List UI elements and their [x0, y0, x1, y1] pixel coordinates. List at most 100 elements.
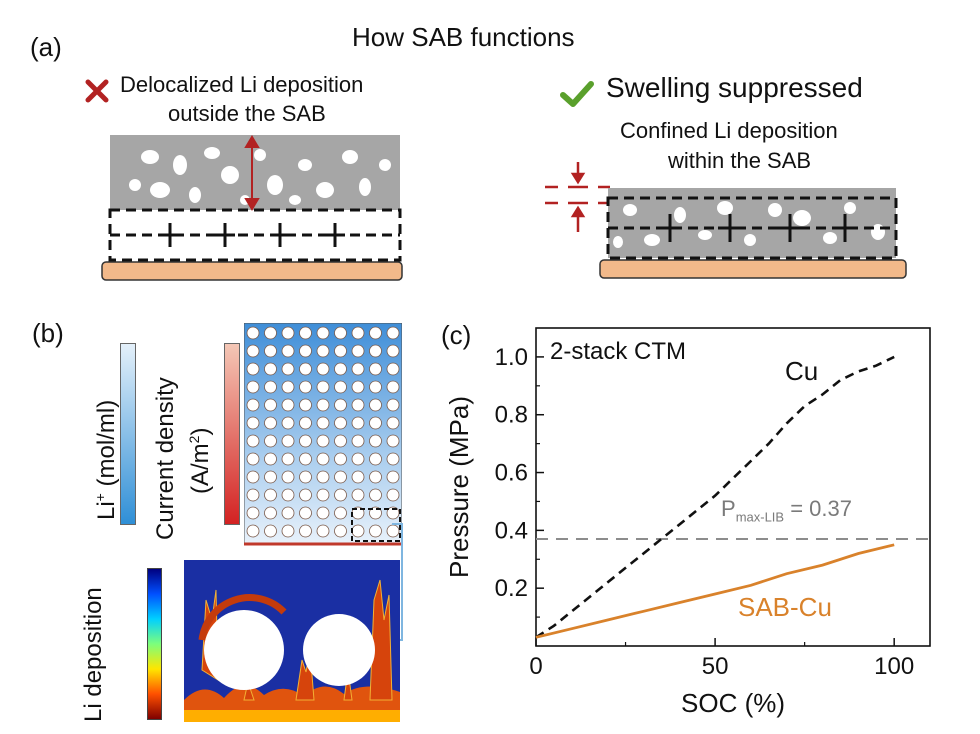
- li-pores: [129, 147, 391, 205]
- pillar-circle: [281, 506, 295, 520]
- y-tick-label: 1.0: [495, 344, 528, 371]
- current-density-unit-sup: 2: [186, 435, 202, 444]
- cu-collector-right: [599, 259, 907, 279]
- left-schematic: [101, 135, 403, 281]
- pillar-circle: [369, 326, 382, 340]
- y-axis-label: Pressure (MPa): [444, 396, 474, 578]
- current-density-unit: (A/m: [187, 443, 214, 494]
- pillar-circle: [299, 434, 312, 448]
- pillar-circle: [316, 344, 330, 358]
- pillar-circle: [246, 344, 260, 358]
- pillar-circle: [281, 524, 295, 538]
- pillar-circle: [264, 488, 277, 502]
- pillar-circle: [246, 362, 260, 376]
- li-conc-label-sup: +: [92, 493, 108, 502]
- ref-line-label: Pmax-LIB = 0.37: [721, 496, 852, 524]
- pillar-circle: [299, 326, 312, 340]
- sab-crosses: [160, 223, 345, 247]
- thickness-arrow: [244, 135, 260, 211]
- pillar-circle: [369, 524, 382, 538]
- check-icon: [560, 80, 594, 113]
- pillar-circle: [369, 470, 382, 484]
- pillar-circle: [299, 344, 312, 358]
- pillar-circle: [351, 398, 365, 412]
- pillar-circle: [316, 326, 330, 340]
- li-conc-label: Li+ (mol/ml): [92, 400, 121, 520]
- pillar-circle: [369, 362, 382, 376]
- pillar-circle: [316, 488, 330, 502]
- pillar-circle: [386, 452, 400, 466]
- li-conc-label-main: Li: [93, 501, 120, 520]
- series-line-sab-cu: [535, 543, 895, 639]
- pillar-circle: [316, 524, 330, 538]
- pillar-circle: [246, 524, 260, 538]
- pillar-circle: [281, 452, 295, 466]
- panel-a-label: (a): [30, 32, 62, 62]
- pillar-circle: [351, 380, 365, 394]
- pillar-circle: [316, 398, 330, 412]
- series-label-cu: Cu: [785, 356, 819, 386]
- pillar-right: [303, 614, 375, 686]
- pillar-circle: [369, 416, 382, 430]
- pillar-circle: [281, 344, 295, 358]
- pillar-circle: [246, 398, 260, 412]
- pillar-circle: [386, 326, 400, 340]
- pillar-circle: [351, 452, 365, 466]
- current-density-colorbar: [224, 343, 240, 525]
- pillar-circle: [334, 362, 347, 376]
- pillar-circle: [299, 452, 312, 466]
- pillar-circle: [369, 434, 382, 448]
- pillar-circle: [334, 524, 347, 538]
- pillar-circle: [264, 452, 277, 466]
- pillar-circle: [299, 416, 312, 430]
- deposition-colorbar: [147, 568, 162, 720]
- pillar-circle: [299, 524, 312, 538]
- y-tick-label: 0.4: [495, 517, 528, 544]
- cross-icon: [84, 78, 110, 109]
- pillar-circle: [246, 380, 260, 394]
- pillar-circle: [369, 452, 382, 466]
- thickness-marker: [545, 162, 610, 232]
- pillar-circle: [386, 380, 400, 394]
- li-concentration-field: [244, 323, 402, 546]
- pillar-circle: [386, 362, 400, 376]
- current-density-unit-close: ): [187, 427, 214, 436]
- pillar-circle: [264, 362, 277, 376]
- x-axis-label: SOC (%): [681, 688, 785, 718]
- pillar-circle: [246, 470, 260, 484]
- li-conc-label-rest: (mol/ml): [93, 399, 120, 494]
- series-line-cu: [535, 355, 895, 639]
- x-tick-label: 0: [529, 653, 542, 680]
- pillar-circle: [316, 380, 330, 394]
- right-headline: Swelling suppressed: [606, 72, 863, 103]
- pillar-circle: [369, 398, 382, 412]
- pillar-circle: [299, 380, 312, 394]
- pillar-circle: [334, 470, 347, 484]
- pillar-circle: [246, 434, 260, 448]
- pillar-circle: [334, 344, 347, 358]
- right-caption-line1: Confined Li deposition: [620, 118, 838, 143]
- pillar-circle: [281, 398, 295, 412]
- pillar-circle: [386, 398, 400, 412]
- pillar-circle: [334, 434, 347, 448]
- sab-pillars: [246, 326, 400, 538]
- li-deposit-confined: [608, 188, 896, 258]
- pillar-circle: [334, 380, 347, 394]
- pillar-circle: [316, 416, 330, 430]
- pillar-circle: [281, 362, 295, 376]
- current-density-label-line2: (A/m2): [186, 428, 215, 494]
- pillar-circle: [351, 416, 365, 430]
- pillar-circle: [351, 488, 365, 502]
- pillar-circle: [281, 470, 295, 484]
- pillar-circle: [316, 506, 330, 520]
- x-tick-label: 50: [702, 653, 729, 680]
- left-caption-line2: outside the SAB: [168, 101, 326, 126]
- pillar-circle: [351, 344, 365, 358]
- pillar-circle: [351, 470, 365, 484]
- li-deposition-map: [184, 560, 400, 722]
- sab-crosses-right: [658, 214, 857, 242]
- pillar-circle: [334, 506, 347, 520]
- deposition-label: Li deposition: [80, 587, 107, 722]
- pillar-circle: [281, 488, 295, 502]
- pillar-circle: [316, 470, 330, 484]
